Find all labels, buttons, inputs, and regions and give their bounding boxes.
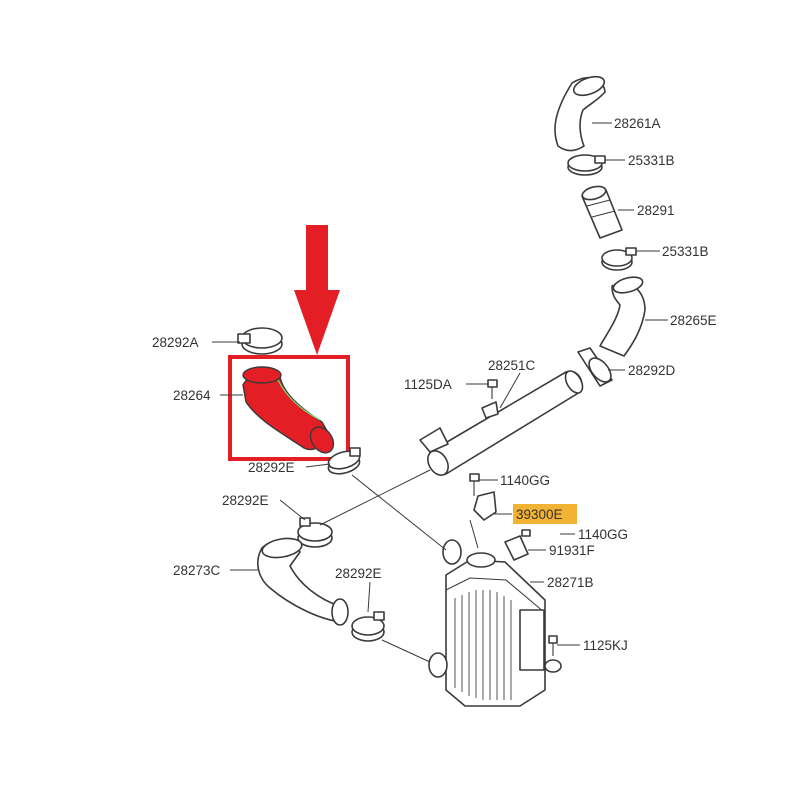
connection-lines bbox=[319, 469, 479, 663]
label-28291: 28291 bbox=[637, 203, 675, 218]
bolt-1125KJ bbox=[548, 635, 558, 656]
hose-28264-highlighted bbox=[242, 366, 335, 454]
connector-28291 bbox=[581, 185, 623, 239]
label-28261A: 28261A bbox=[614, 116, 661, 131]
label-28264: 28264 bbox=[173, 388, 211, 403]
clamp-28292D bbox=[577, 347, 613, 387]
label-28273C: 28273C bbox=[173, 563, 221, 578]
intercooler-28271B bbox=[428, 539, 562, 707]
clamp-28292E-top bbox=[327, 447, 361, 475]
clamp-28292A bbox=[237, 327, 283, 355]
label-39300E-highlight bbox=[513, 504, 577, 524]
label-28251C: 28251C bbox=[488, 358, 536, 373]
label-28292E-top: 28292E bbox=[248, 460, 295, 475]
pipe-28251C bbox=[419, 370, 584, 476]
clamp-28292E-mid bbox=[297, 517, 333, 548]
label-28292E-bottom: 28292E bbox=[335, 566, 382, 581]
label-28292E-mid: 28292E bbox=[222, 493, 269, 508]
clamp-28292E-bottom bbox=[351, 611, 385, 642]
label-25331B-top: 25331B bbox=[628, 153, 675, 168]
bracket-91931F bbox=[504, 529, 531, 561]
hose-28265E bbox=[599, 276, 646, 357]
label-1140GG-bottom: 1140GG bbox=[578, 527, 628, 542]
hose-28273C bbox=[257, 537, 349, 626]
part-labels: 28261A 25331B 28291 25331B 28265E 28292D… bbox=[152, 116, 717, 653]
label-28271B: 28271B bbox=[547, 575, 594, 590]
clamp-25331B-bottom bbox=[601, 247, 637, 271]
bolt-1125DA bbox=[487, 379, 498, 399]
hose-28261A bbox=[554, 75, 606, 152]
label-1140GG-top: 1140GG bbox=[500, 473, 550, 488]
sensor-39300E bbox=[469, 473, 497, 521]
label-91931F: 91931F bbox=[549, 543, 595, 558]
label-28292D: 28292D bbox=[628, 363, 676, 378]
highlight-box bbox=[228, 355, 350, 461]
label-39300E: 39300E bbox=[516, 507, 563, 522]
label-1125KJ: 1125KJ bbox=[583, 638, 628, 653]
label-28292A: 28292A bbox=[152, 335, 199, 350]
label-28265E: 28265E bbox=[670, 313, 717, 328]
label-25331B-bottom: 25331B bbox=[662, 244, 709, 259]
label-1125DA: 1125DA bbox=[404, 377, 452, 392]
down-arrow-indicator bbox=[294, 225, 340, 355]
clamp-25331B-top bbox=[567, 154, 606, 176]
label-leaders bbox=[212, 122, 668, 646]
